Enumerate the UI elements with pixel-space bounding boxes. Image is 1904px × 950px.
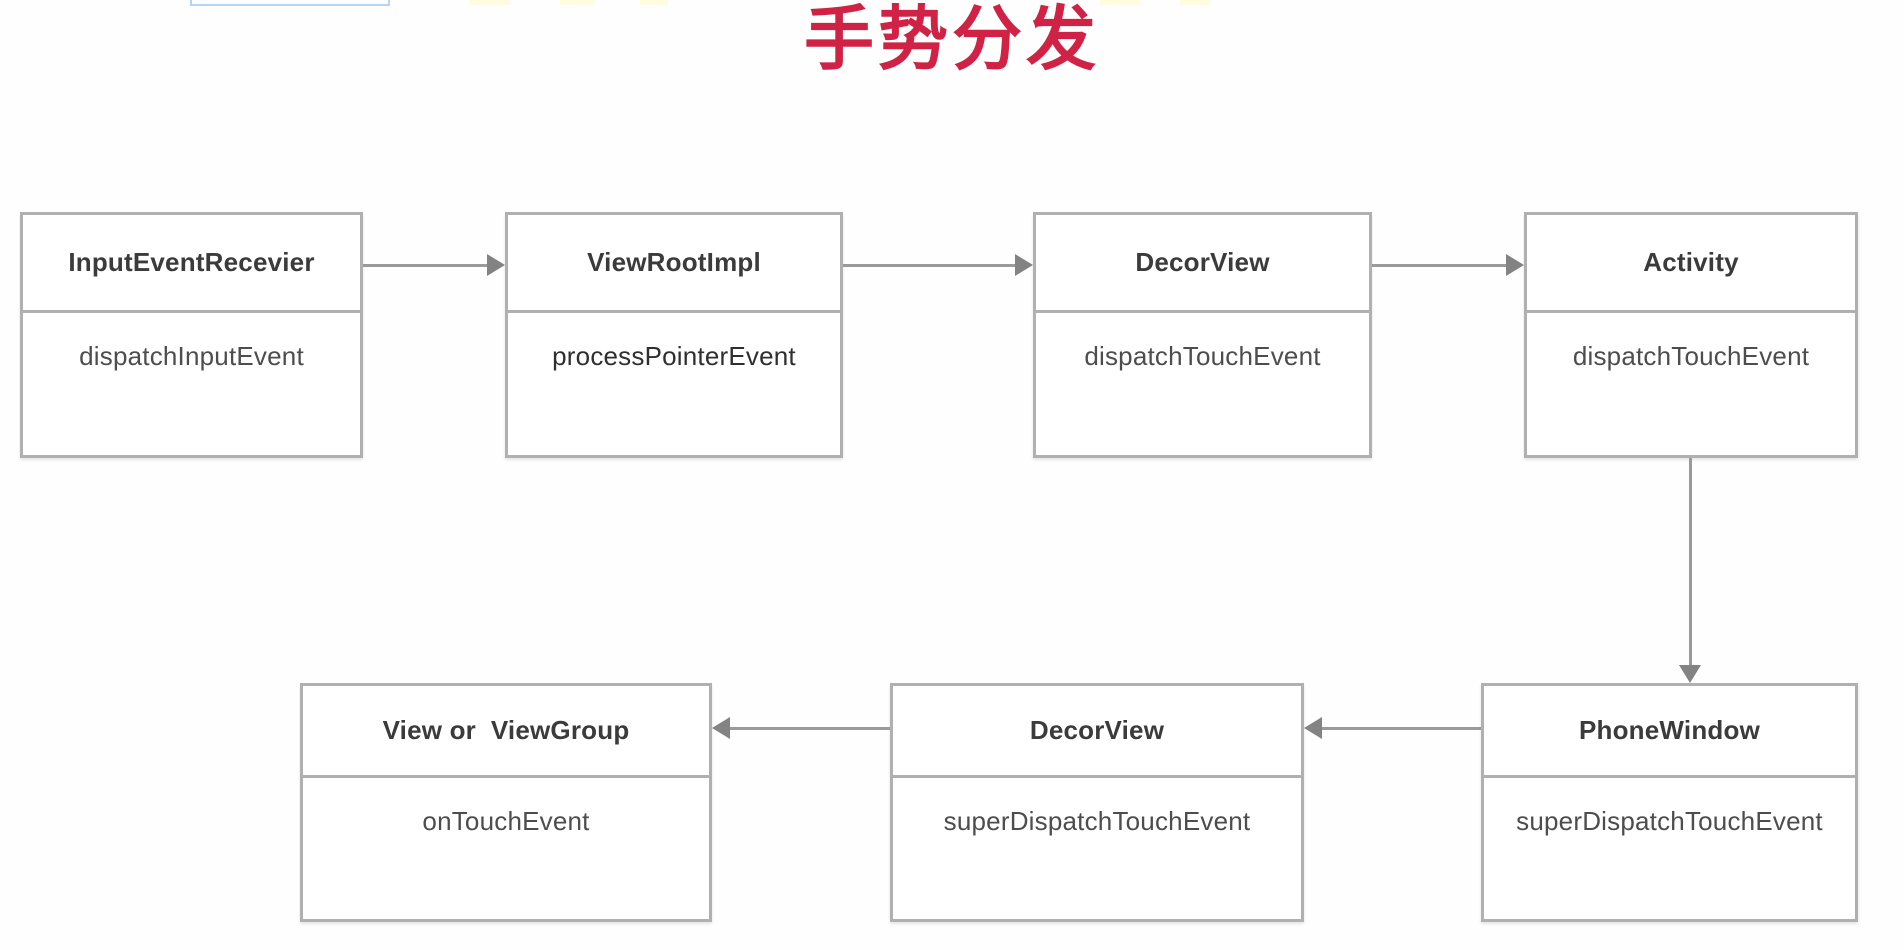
node-title-view-or-viewgroup: View or ViewGroup <box>303 686 709 778</box>
node-title-view-root-impl: ViewRootImpl <box>508 215 840 313</box>
edge-arrowhead-input-event-recevier-to-view-root-impl <box>487 254 505 276</box>
node-method-input-event-recevier: dispatchInputEvent <box>79 341 304 371</box>
node-method-decor-view-bottom: superDispatchTouchEvent <box>943 806 1251 836</box>
node-method-view-root-impl: processPointerEvent <box>552 341 796 371</box>
edge-line-decor-view-bottom-to-view-or-viewgroup <box>730 727 890 730</box>
node-activity[interactable]: Activity dispatchTouchEvent <box>1524 212 1858 458</box>
node-title-phone-window: PhoneWindow <box>1484 686 1855 778</box>
node-title-decor-view-top: DecorView <box>1036 215 1369 313</box>
edge-arrowhead-decor-view-bottom-to-view-or-viewgroup <box>712 717 730 739</box>
node-method-view-or-viewgroup: onTouchEvent <box>422 806 590 836</box>
edge-arrowhead-decor-view-top-to-activity <box>1506 254 1524 276</box>
edge-arrowhead-view-root-impl-to-decor-view-top <box>1015 254 1033 276</box>
node-title-decor-view-bottom: DecorView <box>893 686 1301 778</box>
edge-line-activity-to-phone-window <box>1689 458 1692 665</box>
top-edge-blue-box-artifact <box>190 0 390 6</box>
node-decor-view-bottom[interactable]: DecorView superDispatchTouchEvent <box>890 683 1304 922</box>
top-highlight-artifact-1 <box>470 0 510 5</box>
edge-line-phone-window-to-decor-view-bottom <box>1322 727 1481 730</box>
top-highlight-artifact-5 <box>1180 0 1210 5</box>
top-highlight-artifact-4 <box>1100 0 1140 5</box>
edge-line-input-event-recevier-to-view-root-impl <box>363 264 487 267</box>
node-decor-view-top[interactable]: DecorView dispatchTouchEvent <box>1033 212 1372 458</box>
node-title-activity: Activity <box>1527 215 1855 313</box>
node-method-decor-view-top: dispatchTouchEvent <box>1084 341 1321 371</box>
top-highlight-artifact-3 <box>640 0 668 5</box>
node-phone-window[interactable]: PhoneWindow superDispatchTouchEvent <box>1481 683 1858 922</box>
top-highlight-artifact-2 <box>560 0 594 5</box>
node-method-phone-window: superDispatchTouchEvent <box>1516 806 1823 836</box>
page-title: 手势分发 <box>804 0 1100 80</box>
node-title-input-event-recevier: InputEventRecevier <box>23 215 360 313</box>
edge-arrowhead-phone-window-to-decor-view-bottom <box>1304 717 1322 739</box>
edge-line-decor-view-top-to-activity <box>1372 264 1506 267</box>
node-method-activity: dispatchTouchEvent <box>1572 341 1810 371</box>
node-view-or-viewgroup[interactable]: View or ViewGroup onTouchEvent <box>300 683 712 922</box>
node-view-root-impl[interactable]: ViewRootImpl processPointerEvent <box>505 212 843 458</box>
edge-line-view-root-impl-to-decor-view-top <box>843 264 1015 267</box>
edge-arrowhead-activity-to-phone-window <box>1679 665 1701 683</box>
node-input-event-recevier[interactable]: InputEventRecevier dispatchInputEvent <box>20 212 363 458</box>
